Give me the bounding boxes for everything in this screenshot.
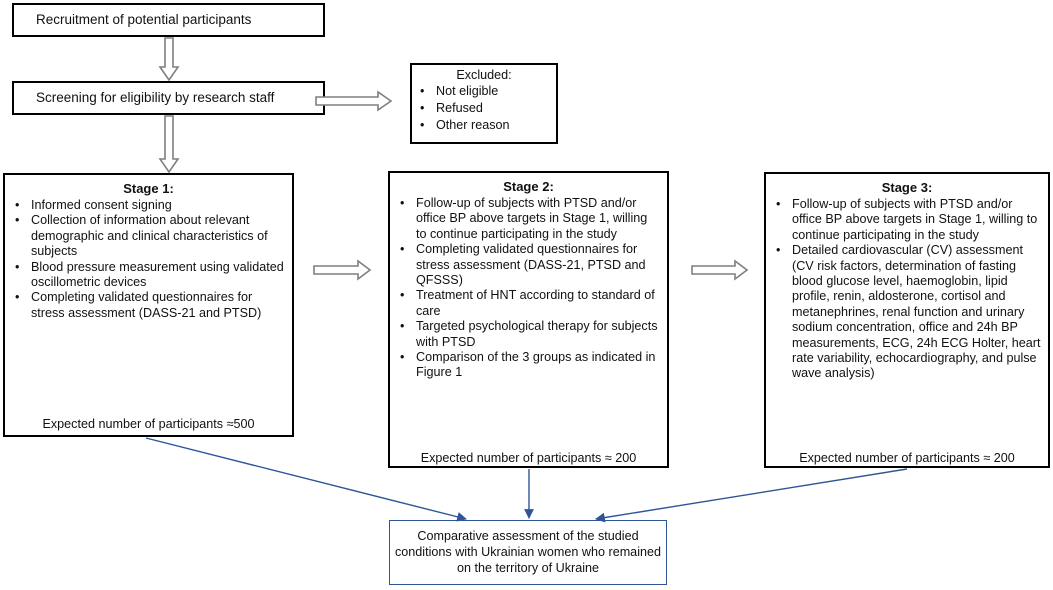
stage3-item: Detailed cardiovascular (CV) assessment … <box>774 243 1042 382</box>
stage3-participants: Expected number of participants ≈ 200 <box>799 451 1015 465</box>
stage2-participants: Expected number of participants ≈ 200 <box>420 451 637 465</box>
stage3-title: Stage 3: <box>881 180 933 195</box>
stage2-title: Stage 2: <box>503 179 554 194</box>
stage1-item: Completing validated questionnaires for … <box>13 290 286 321</box>
excluded-title: Excluded: <box>456 68 512 82</box>
arrow-right-icon <box>313 259 372 281</box>
arrow-down-icon <box>158 37 180 82</box>
excluded-item: Not eligible <box>418 83 550 100</box>
stage3-item: Follow-up of subjects with PTSD and/or o… <box>774 197 1042 243</box>
stage1-item: Blood pressure measurement using validat… <box>13 260 286 291</box>
stage2-item: Completing validated questionnaires for … <box>398 242 661 288</box>
screening-label: Screening for eligibility by research st… <box>36 90 275 105</box>
final-assessment-box: Comparative assessment of the studied co… <box>389 520 667 585</box>
stage1-box: Stage 1: Informed consent signing Collec… <box>3 173 294 437</box>
recruitment-label: Recruitment of potential participants <box>36 12 252 27</box>
stage2-item: Follow-up of subjects with PTSD and/or o… <box>398 196 661 242</box>
arrow-right-icon <box>315 90 393 112</box>
recruitment-box: Recruitment of potential participants <box>12 3 325 37</box>
stage1-list: Informed consent signing Collection of i… <box>5 198 292 321</box>
stage3-box: Stage 3: Follow-up of subjects with PTSD… <box>764 172 1050 468</box>
excluded-item: Other reason <box>418 117 550 134</box>
stage2-box: Stage 2: Follow-up of subjects with PTSD… <box>388 171 669 468</box>
stage1-item: Informed consent signing <box>13 198 286 214</box>
connector-line <box>595 468 908 523</box>
stage1-title: Stage 1: <box>123 181 174 196</box>
stage1-item: Collection of information about relevant… <box>13 213 286 259</box>
arrow-right-icon <box>691 259 749 281</box>
connector-line <box>145 437 467 522</box>
screening-box: Screening for eligibility by research st… <box>12 81 325 115</box>
excluded-box: Excluded: Not eligible Refused Other rea… <box>410 63 558 144</box>
stage2-item: Treatment of HNT according to standard o… <box>398 288 661 319</box>
excluded-list: Not eligible Refused Other reason <box>412 83 556 134</box>
arrow-down-icon <box>158 115 180 174</box>
stage2-item: Comparison of the 3 groups as indicated … <box>398 350 661 381</box>
stage1-participants: Expected number of participants ≈500 <box>42 417 255 431</box>
final-assessment-text: Comparative assessment of the studied co… <box>395 529 661 575</box>
stage2-item: Targeted psychological therapy for subje… <box>398 319 661 350</box>
excluded-item: Refused <box>418 100 550 117</box>
stage2-list: Follow-up of subjects with PTSD and/or o… <box>390 196 667 381</box>
stage3-list: Follow-up of subjects with PTSD and/or o… <box>766 197 1048 382</box>
